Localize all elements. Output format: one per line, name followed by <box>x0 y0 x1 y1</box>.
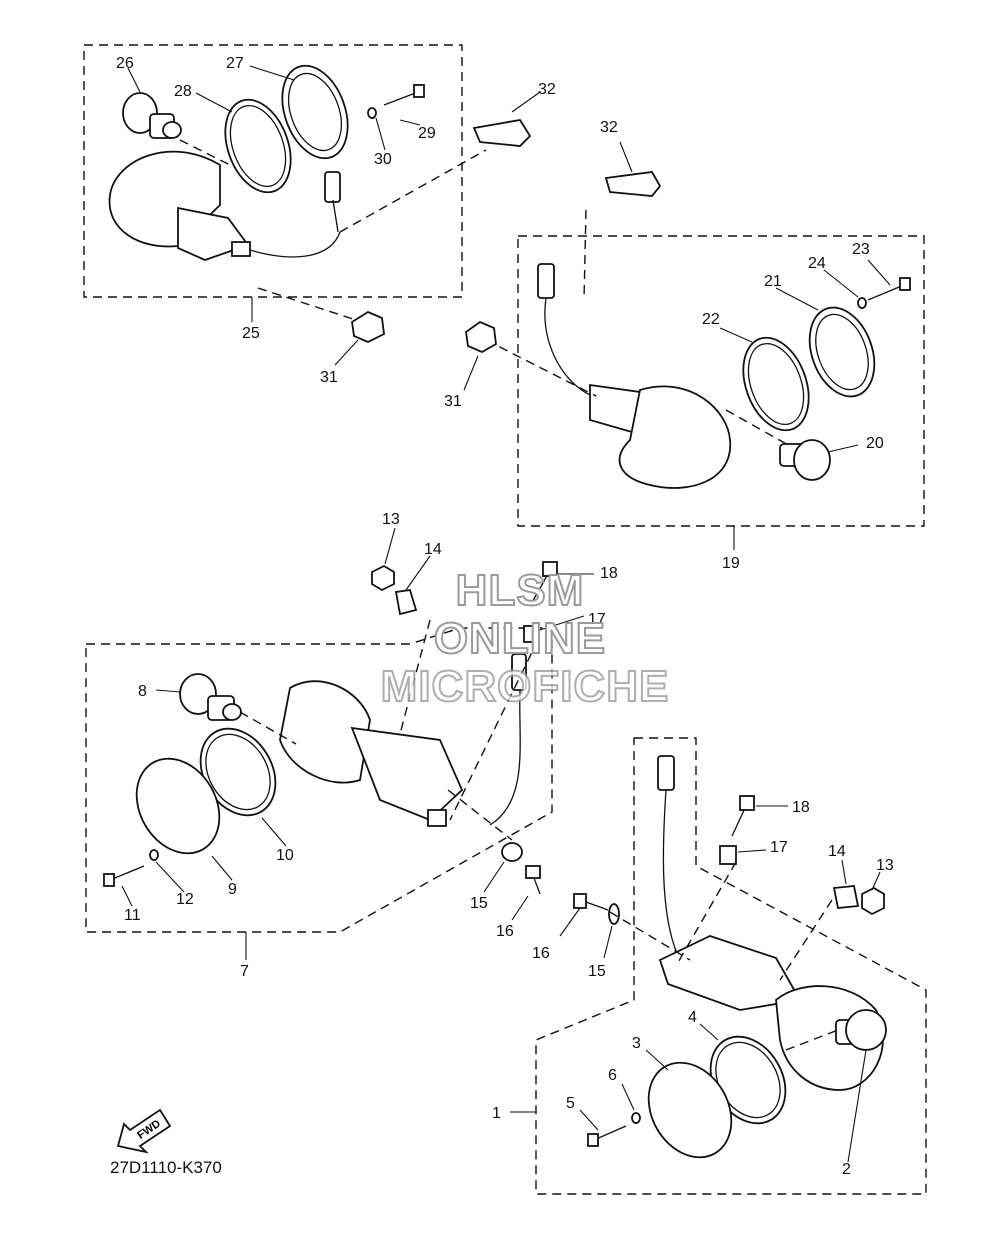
bolt-16-right <box>573 893 609 911</box>
callout: 27 <box>226 55 244 72</box>
callout: 12 <box>176 891 194 908</box>
rim-27 <box>281 64 349 160</box>
callout: 15 <box>588 963 606 980</box>
callout: 5 <box>566 1095 575 1112</box>
screw-5 <box>587 1125 627 1147</box>
nut-31-right <box>465 320 497 354</box>
callout: 23 <box>852 241 870 258</box>
callout: 7 <box>240 963 249 980</box>
callout: 4 <box>688 1009 697 1026</box>
callout: 16 <box>496 923 514 940</box>
callout: 1 <box>492 1105 501 1122</box>
collar-14-right <box>832 885 860 909</box>
callout: 25 <box>242 325 260 342</box>
forward-arrow-icon: FWD <box>116 1108 172 1154</box>
connector-clip-32-right <box>604 171 662 197</box>
callout: 30 <box>374 151 392 168</box>
assembly-7-group <box>85 619 553 960</box>
connector-clip-32-left <box>472 119 532 147</box>
callout: 8 <box>138 683 147 700</box>
nut-31-left <box>351 310 385 343</box>
bolt-18-right <box>731 795 755 837</box>
bulb-26 <box>122 92 182 139</box>
nut-13-right <box>861 886 885 916</box>
screw-11 <box>103 865 145 887</box>
callout: 2 <box>842 1161 851 1178</box>
callout: 32 <box>600 119 618 136</box>
collar-14-left <box>394 588 418 616</box>
lens-cover-9 <box>135 757 221 855</box>
screw-23 <box>867 277 911 301</box>
assembly-25-boundary <box>83 44 463 298</box>
callout: 6 <box>608 1067 617 1084</box>
collar-17-right <box>719 845 737 865</box>
callout: 16 <box>532 945 550 962</box>
assembly-1-group <box>510 737 927 1195</box>
callout: 10 <box>276 847 294 864</box>
assembly-7-boundary <box>85 627 553 933</box>
bulb-20 <box>779 439 831 481</box>
diagram-code: 27D1110-K370 <box>110 1158 222 1177</box>
callout: 22 <box>702 311 720 328</box>
callout: 13 <box>382 511 400 528</box>
bulb-8 <box>179 673 242 721</box>
bolt-16-left <box>525 865 541 895</box>
collar-17-left <box>523 625 539 643</box>
callout: 18 <box>792 799 810 816</box>
washer-30 <box>367 107 377 119</box>
callout: 3 <box>632 1035 641 1052</box>
nut-13-left <box>371 564 395 592</box>
callout: 21 <box>764 273 782 290</box>
washer-15-left <box>501 842 523 862</box>
callout: 14 <box>828 843 846 860</box>
callout: 20 <box>866 435 884 452</box>
lens-housing-25 <box>108 150 341 261</box>
callout: 11 <box>124 907 141 924</box>
callout: 24 <box>808 255 826 272</box>
callout: 19 <box>722 555 740 572</box>
callout: 28 <box>174 83 192 100</box>
lens-housing-7 <box>279 680 371 784</box>
assembly-19-boundary <box>517 235 925 527</box>
callout: 14 <box>424 541 442 558</box>
callout: 18 <box>600 565 618 582</box>
assembly-25-group <box>83 44 541 323</box>
callout: 15 <box>470 895 488 912</box>
callout: 9 <box>228 881 237 898</box>
washer-24 <box>857 297 867 309</box>
assembly-19-group <box>485 141 925 550</box>
screw-29 <box>383 84 425 106</box>
callout: 17 <box>588 611 606 628</box>
callout-labels: 1 2 3 4 5 6 7 8 9 10 11 12 13 14 15 16 1… <box>116 55 894 1178</box>
callout: 13 <box>876 857 894 874</box>
washer-12 <box>149 849 159 861</box>
callout: 32 <box>538 81 556 98</box>
callout: 31 <box>320 369 338 386</box>
bolt-18-left <box>529 561 558 607</box>
callout: 17 <box>770 839 788 856</box>
callout: 29 <box>418 125 436 142</box>
callout: 31 <box>444 393 462 410</box>
callout: 26 <box>116 55 134 72</box>
washer-6 <box>631 1112 641 1124</box>
rim-21 <box>808 306 876 398</box>
